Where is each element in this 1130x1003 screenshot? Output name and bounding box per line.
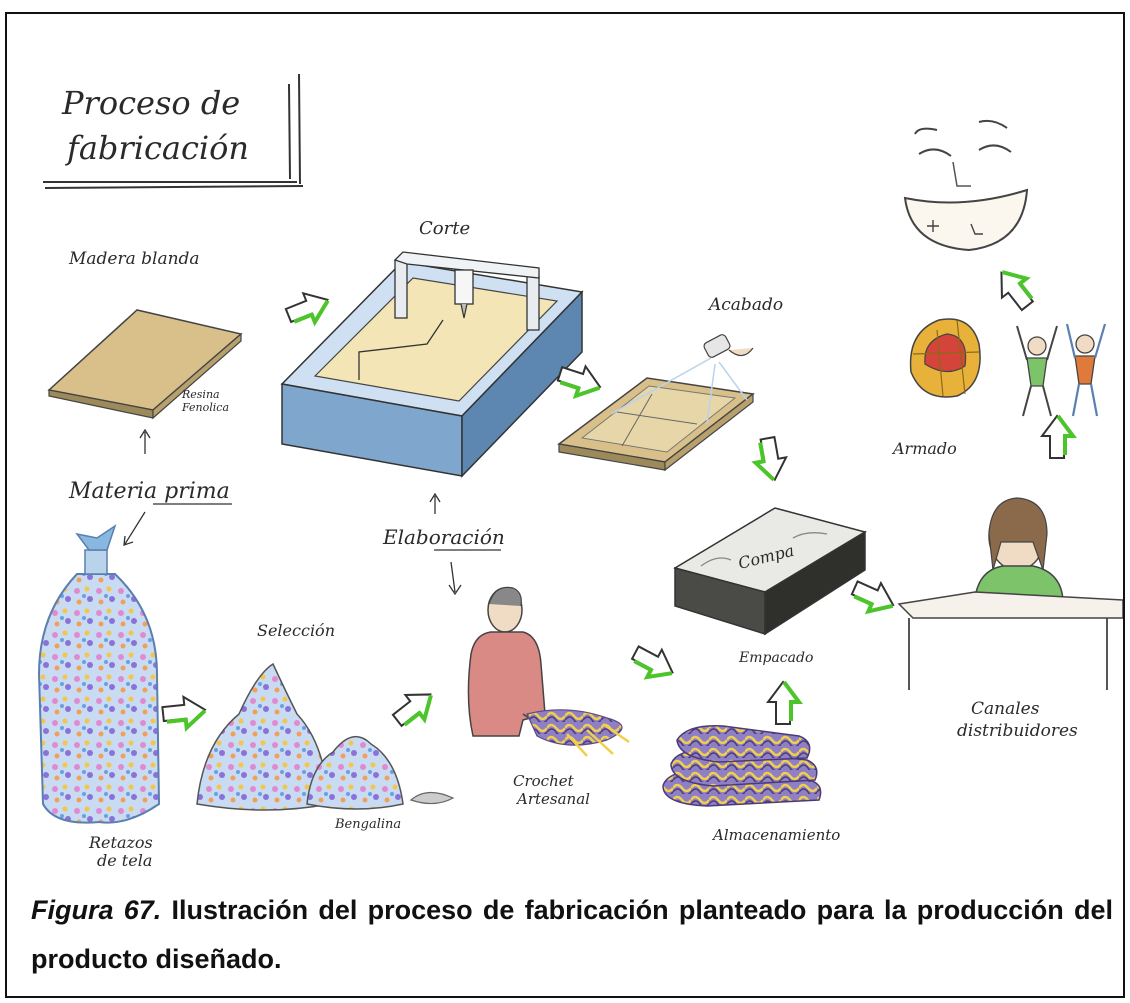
label-finishing: Acabado (707, 295, 783, 315)
label-assembly: Armado (891, 439, 957, 458)
finished-board (557, 334, 755, 472)
title-line-1: Proceso de (61, 84, 240, 122)
label-bengaline: Bengalina (334, 817, 401, 832)
label-resin-2: Fenolica (181, 401, 229, 414)
label-elaboration: Elaboración (382, 525, 505, 549)
label-crochet-2: Artesanal (515, 790, 590, 808)
figure-frame: Proceso de fabricación Madera blanda Res… (5, 12, 1125, 998)
process-illustration: Proceso de fabricación Madera blanda Res… (37, 73, 1123, 870)
label-selection: Selección (257, 621, 335, 640)
crochet-artisan (467, 586, 630, 757)
label-crochet-1: Crochet (513, 772, 575, 790)
selection-piles (196, 662, 455, 811)
label-channels-2: distribuidores (957, 721, 1078, 741)
assembled-ball (909, 318, 981, 398)
figure-number: Figura 67. (31, 895, 162, 925)
fabric-scraps-bag (37, 524, 161, 824)
label-raw-material: Materia prima (68, 479, 230, 504)
label-channels-1: Canales (971, 699, 1040, 719)
storage-stack (662, 725, 822, 807)
cheering-people (1016, 323, 1107, 417)
label-resin-1: Resina (181, 388, 220, 401)
label-fabric-2: de tela (97, 851, 152, 870)
caption-text: Ilustración del proceso de fabricación p… (31, 895, 1113, 974)
figure-caption: Figura 67. Ilustración del proceso de fa… (31, 886, 1113, 984)
title-box: Proceso de fabricación (43, 73, 304, 189)
package-box: Compa (673, 507, 867, 636)
label-packaging: Empacado (738, 650, 813, 666)
smiling-face (903, 119, 1029, 252)
label-storage: Almacenamiento (711, 826, 840, 844)
distribution-counter (897, 497, 1123, 690)
label-softwood: Madera blanda (68, 249, 200, 269)
label-cutting: Corte (419, 218, 470, 239)
cnc-machine (280, 251, 584, 478)
title-line-2: fabricación (65, 129, 249, 167)
softwood-board (47, 309, 243, 420)
label-fabric-1: Retazos (88, 833, 153, 852)
